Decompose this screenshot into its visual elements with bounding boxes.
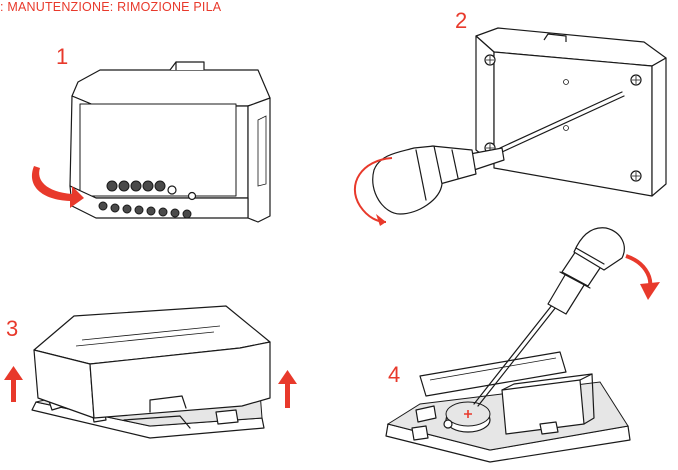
screwdriver-handle xyxy=(547,227,625,315)
upper-terminal-row xyxy=(106,180,197,201)
screwdriver-handle xyxy=(372,145,505,215)
step4-device-illustration xyxy=(385,227,660,463)
step-number-4: 4 xyxy=(388,362,401,387)
step-number-2: 2 xyxy=(455,8,468,33)
step2-device-illustration xyxy=(354,27,667,226)
rotate-arrow-icon xyxy=(625,254,653,289)
step3-device-illustration xyxy=(4,305,297,439)
step-number-3: 3 xyxy=(6,316,19,341)
page-title: : MANUTENZIONE: RIMOZIONE PILA xyxy=(0,0,222,14)
lower-terminal-row xyxy=(98,201,192,219)
lift-arrow-left-icon xyxy=(4,366,23,402)
lift-arrow-right-icon xyxy=(278,370,297,408)
step-number-1: 1 xyxy=(56,44,69,69)
rotate-arrow-icon xyxy=(354,157,393,223)
rotate-arrow-icon xyxy=(31,166,84,208)
step1-device-illustration xyxy=(31,61,271,223)
